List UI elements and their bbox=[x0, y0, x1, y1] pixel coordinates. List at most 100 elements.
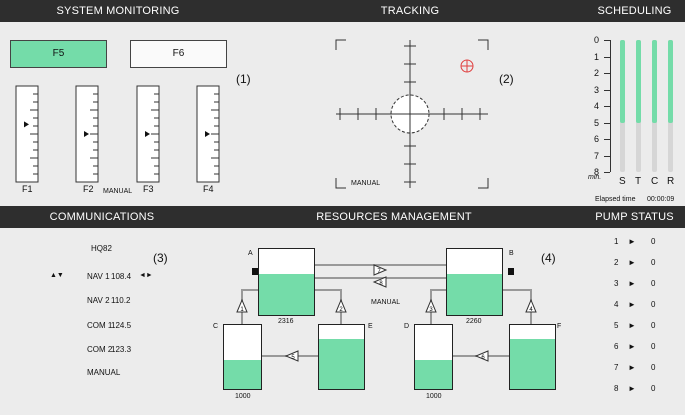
header-communications: COMMUNICATIONS bbox=[0, 206, 204, 228]
pump-status-value: 0 bbox=[651, 258, 656, 267]
pump-arrow-icon: ► bbox=[628, 363, 636, 372]
header-scheduling: SCHEDULING bbox=[584, 0, 685, 22]
tank-f-id: F bbox=[557, 323, 562, 330]
pump-2-icon[interactable]: 2 bbox=[335, 298, 347, 313]
f6-button[interactable]: F6 bbox=[130, 40, 227, 68]
tank-a-leak-marker bbox=[252, 268, 258, 275]
pump-status-id: 3 bbox=[614, 279, 619, 288]
comm-radio-nav2[interactable]: NAV 2 bbox=[87, 296, 110, 305]
target-icon bbox=[460, 59, 474, 73]
schedule-tick: 2 bbox=[594, 68, 600, 78]
scale-indicator-f1 bbox=[24, 121, 29, 128]
pump-8-icon[interactable]: 8 bbox=[372, 276, 387, 288]
pump-status-value: 0 bbox=[651, 300, 656, 309]
elapsed-label: Elapsed time bbox=[595, 196, 636, 203]
system-monitoring-marker: (1) bbox=[236, 72, 251, 86]
comm-value-nav1: 108.4 bbox=[111, 272, 132, 281]
pump-arrow-icon: ► bbox=[628, 342, 636, 351]
schedule-bar-c bbox=[652, 40, 657, 172]
tracking-mode: MANUAL bbox=[351, 180, 381, 187]
comm-mode: MANUAL bbox=[87, 368, 121, 377]
schedule-bar-s bbox=[620, 40, 625, 172]
pump-arrow-icon: ► bbox=[628, 384, 636, 393]
pump-status-value: 0 bbox=[651, 384, 656, 393]
pump-5-icon[interactable]: 5 bbox=[284, 350, 299, 362]
tank-e-id: E bbox=[368, 323, 373, 330]
pump-arrow-icon: ► bbox=[628, 300, 636, 309]
tank-a-value: 2316 bbox=[278, 318, 294, 325]
pump-3-icon[interactable]: 3 bbox=[425, 298, 437, 313]
schedule-tick: 4 bbox=[594, 101, 600, 111]
pump-1-icon[interactable]: 1 bbox=[236, 298, 248, 313]
pump-status-value: 0 bbox=[651, 237, 656, 246]
svg-text:3: 3 bbox=[429, 307, 433, 313]
comm-radio-com2[interactable]: COM 2 bbox=[87, 345, 113, 354]
tank-a-id: A bbox=[248, 250, 253, 257]
schedule-bar-label: R bbox=[667, 176, 675, 187]
f5-button[interactable]: F5 bbox=[10, 40, 107, 68]
pump-status-id: 8 bbox=[614, 384, 619, 393]
schedule-tick: 5 bbox=[594, 117, 600, 128]
pump-arrow-icon: ► bbox=[628, 279, 636, 288]
pump-status-value: 0 bbox=[651, 363, 656, 372]
schedule-tick: 3 bbox=[594, 84, 600, 95]
schedule-bar-r bbox=[668, 40, 673, 172]
pump-status-id: 1 bbox=[614, 237, 619, 246]
monitoring-scales bbox=[15, 85, 220, 183]
pump-7-icon[interactable]: 7 bbox=[373, 264, 388, 276]
tank-f bbox=[509, 324, 556, 390]
schedule-bar-label: T bbox=[635, 176, 642, 187]
tank-c-value: 1000 bbox=[235, 393, 251, 400]
tracking-marker: (2) bbox=[499, 72, 514, 86]
schedule-tick: 8 bbox=[594, 167, 600, 177]
comm-value-nav2: 110.2 bbox=[111, 296, 131, 305]
schedule-tick: 6 bbox=[594, 134, 600, 144]
pump-6-icon[interactable]: 6 bbox=[474, 350, 489, 362]
pump-arrow-icon: ► bbox=[628, 258, 636, 267]
system-monitoring-mode: MANUAL bbox=[103, 188, 133, 195]
pump-status-id: 5 bbox=[614, 321, 619, 330]
header-system-monitoring: SYSTEM MONITORING bbox=[0, 0, 236, 22]
nav1-adjust-arrows-icon[interactable]: ◄► bbox=[139, 272, 153, 279]
tank-b-value: 2260 bbox=[466, 318, 482, 325]
resources-mode: MANUAL bbox=[371, 299, 401, 306]
header-tracking: TRACKING bbox=[236, 0, 584, 22]
nav1-select-arrows-icon[interactable]: ▲▼ bbox=[50, 272, 64, 279]
scale-indicator-f4 bbox=[205, 131, 210, 137]
tracking-area[interactable] bbox=[330, 36, 495, 194]
pump-status-id: 6 bbox=[614, 342, 619, 351]
tank-b-leak-marker bbox=[508, 268, 514, 275]
svg-text:4: 4 bbox=[529, 307, 533, 313]
pump-status-value: 0 bbox=[651, 279, 656, 288]
tank-c bbox=[223, 324, 262, 390]
schedule-bar-label: C bbox=[651, 176, 659, 187]
tank-a bbox=[258, 248, 315, 316]
header-resources-management: RESOURCES MANAGEMENT bbox=[204, 206, 584, 228]
comm-radio-com1[interactable]: COM 1 bbox=[87, 321, 113, 330]
pump-status-id: 2 bbox=[614, 258, 619, 267]
pump-status-id: 7 bbox=[614, 363, 619, 372]
pump-arrow-icon: ► bbox=[628, 321, 636, 330]
tank-d-id: D bbox=[404, 323, 410, 330]
svg-text:2: 2 bbox=[339, 307, 343, 313]
elapsed-value: 00:00:09 bbox=[647, 196, 675, 203]
comm-value-com1: 124.5 bbox=[111, 321, 132, 330]
pump-diagram[interactable]: 1 2 3 4 5 6 7 8 bbox=[200, 240, 580, 380]
tank-b bbox=[446, 248, 503, 316]
svg-text:6: 6 bbox=[481, 355, 485, 361]
svg-text:1: 1 bbox=[240, 307, 244, 313]
pump-4-icon[interactable]: 4 bbox=[525, 298, 537, 313]
comm-radio-nav1[interactable]: NAV 1 bbox=[87, 272, 110, 281]
tank-b-id: B bbox=[509, 250, 514, 257]
svg-text:8: 8 bbox=[379, 281, 383, 287]
tank-d bbox=[414, 324, 453, 390]
schedule-bar-t bbox=[636, 40, 641, 172]
comm-marker: (3) bbox=[153, 251, 168, 265]
schedule-bar-label: S bbox=[619, 176, 626, 187]
schedule-tick: 1 bbox=[594, 51, 600, 62]
scale-indicator-f3 bbox=[145, 131, 150, 137]
comm-callsign: HQ82 bbox=[91, 244, 112, 253]
svg-text:7: 7 bbox=[377, 269, 381, 275]
resources-marker: (4) bbox=[541, 251, 556, 265]
pump-arrow-icon: ► bbox=[628, 237, 636, 246]
